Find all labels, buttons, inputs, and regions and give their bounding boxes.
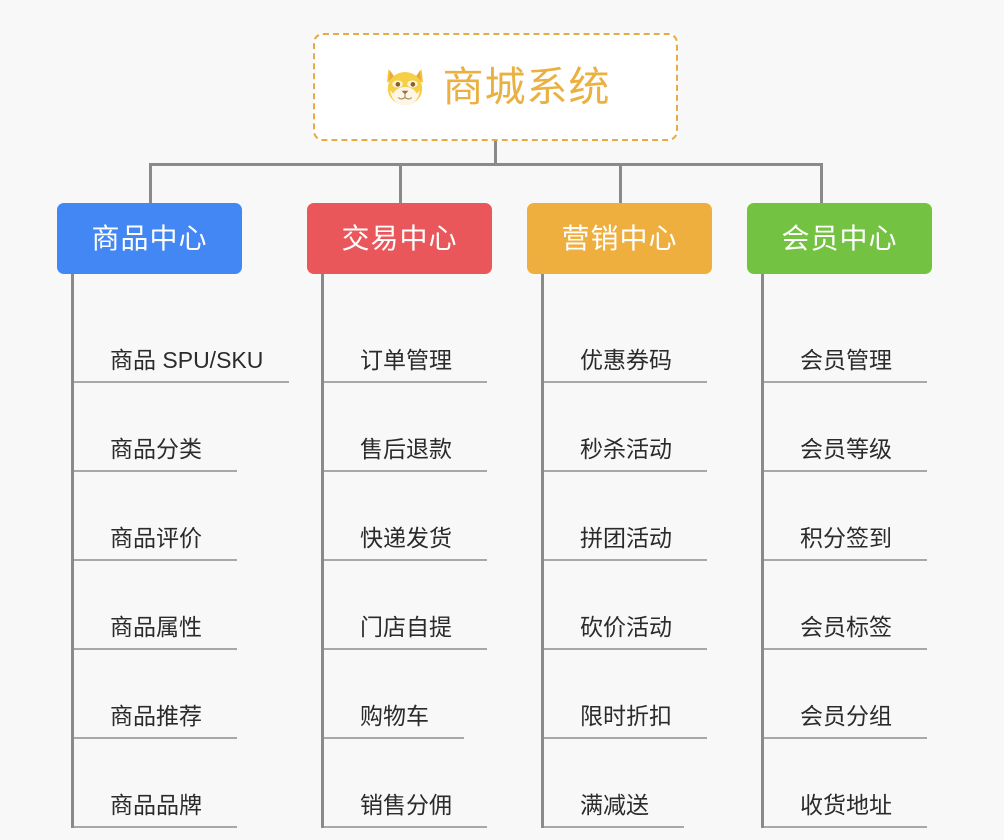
leaf-item[interactable]: 订单管理	[324, 294, 487, 383]
branch-column-2: 交易中心 订单管理 售后退款 快递发货 门店自提 购物车 销售分佣	[307, 203, 527, 828]
leaf-label: 积分签到	[800, 525, 892, 552]
leaf-label: 快递发货	[360, 525, 452, 552]
leaf-item[interactable]: 优惠券码	[544, 294, 707, 383]
leaf-list-2: 订单管理 售后退款 快递发货 门店自提 购物车 销售分佣	[321, 274, 527, 828]
leaf-label: 满减送	[580, 792, 649, 819]
branch-node-trade-center[interactable]: 交易中心	[307, 203, 492, 274]
leaf-item[interactable]: 会员分组	[764, 650, 927, 739]
connector-horizontal-bus	[149, 163, 823, 166]
leaf-item[interactable]: 商品推荐	[74, 650, 237, 739]
connector-drop-4	[820, 163, 823, 205]
branch-label: 营销中心	[561, 222, 678, 254]
root-node[interactable]: 商城系统	[313, 33, 678, 141]
leaf-item[interactable]: 会员管理	[764, 294, 927, 383]
leaf-item[interactable]: 商品评价	[74, 472, 237, 561]
leaf-item[interactable]: 商品品牌	[74, 739, 237, 828]
leaf-label: 限时折扣	[580, 703, 672, 730]
branch-label: 交易中心	[341, 222, 458, 254]
leaf-item[interactable]: 商品分类	[74, 383, 237, 472]
leaf-item[interactable]: 会员标签	[764, 561, 927, 650]
leaf-item[interactable]: 收货地址	[764, 739, 927, 828]
leaf-item[interactable]: 限时折扣	[544, 650, 707, 739]
branch-node-marketing-center[interactable]: 营销中心	[527, 203, 712, 274]
leaf-item[interactable]: 商品 SPU/SKU	[74, 294, 289, 383]
leaf-label: 秒杀活动	[580, 436, 672, 463]
leaf-item[interactable]: 秒杀活动	[544, 383, 707, 472]
leaf-item[interactable]: 积分签到	[764, 472, 927, 561]
root-title: 商城系统	[442, 63, 611, 110]
leaf-label: 优惠券码	[580, 347, 672, 374]
leaf-item[interactable]: 商品属性	[74, 561, 237, 650]
shiba-dog-face-icon	[386, 69, 423, 107]
connector-drop-1	[149, 163, 152, 205]
leaf-label: 商品属性	[110, 614, 202, 641]
branch-column-1: 商品中心 商品 SPU/SKU 商品分类 商品评价 商品属性 商品推荐 商品品牌	[57, 203, 289, 828]
leaf-label: 拼团活动	[580, 525, 672, 552]
leaf-list-1: 商品 SPU/SKU 商品分类 商品评价 商品属性 商品推荐 商品品牌	[71, 274, 289, 828]
leaf-label: 售后退款	[360, 436, 452, 463]
leaf-item[interactable]: 购物车	[324, 650, 464, 739]
leaf-label: 商品推荐	[110, 703, 202, 730]
leaf-label: 购物车	[360, 703, 429, 730]
leaf-item[interactable]: 快递发货	[324, 472, 487, 561]
branch-column-3: 营销中心 优惠券码 秒杀活动 拼团活动 砍价活动 限时折扣 满减送	[527, 203, 747, 828]
connector-drop-3	[619, 163, 622, 205]
leaf-label: 会员标签	[800, 614, 892, 641]
leaf-item[interactable]: 门店自提	[324, 561, 487, 650]
branch-column-4: 会员中心 会员管理 会员等级 积分签到 会员标签 会员分组 收货地址	[747, 203, 967, 828]
leaf-item[interactable]: 会员等级	[764, 383, 927, 472]
branch-label: 商品中心	[91, 222, 208, 254]
branch-node-product-center[interactable]: 商品中心	[57, 203, 242, 274]
leaf-item[interactable]: 砍价活动	[544, 561, 707, 650]
leaf-item[interactable]: 满减送	[544, 739, 684, 828]
branch-node-member-center[interactable]: 会员中心	[747, 203, 932, 274]
leaf-label: 会员管理	[800, 347, 892, 374]
leaf-list-4: 会员管理 会员等级 积分签到 会员标签 会员分组 收货地址	[761, 274, 967, 828]
leaf-item[interactable]: 售后退款	[324, 383, 487, 472]
leaf-label: 销售分佣	[360, 792, 452, 819]
connector-root-stem	[494, 141, 497, 165]
leaf-label: 砍价活动	[580, 614, 672, 641]
leaf-label: 商品 SPU/SKU	[110, 347, 264, 374]
leaf-label: 商品分类	[110, 436, 202, 463]
leaf-label: 订单管理	[360, 347, 452, 374]
branch-label: 会员中心	[781, 222, 898, 254]
leaf-item[interactable]: 销售分佣	[324, 739, 487, 828]
leaf-label: 会员分组	[800, 703, 892, 730]
leaf-list-3: 优惠券码 秒杀活动 拼团活动 砍价活动 限时折扣 满减送	[541, 274, 747, 828]
connector-drop-2	[399, 163, 402, 205]
leaf-item[interactable]: 拼团活动	[544, 472, 707, 561]
leaf-label: 商品评价	[110, 525, 202, 552]
leaf-label: 商品品牌	[110, 792, 202, 819]
leaf-label: 门店自提	[360, 614, 452, 641]
leaf-label: 会员等级	[800, 436, 892, 463]
leaf-label: 收货地址	[800, 792, 892, 819]
